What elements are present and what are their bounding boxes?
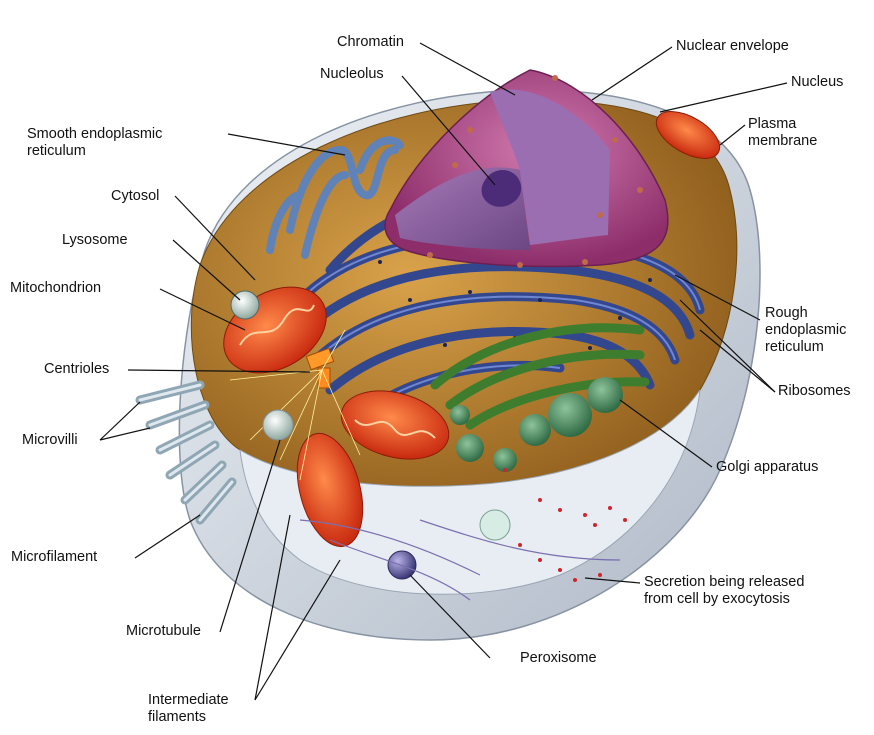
label-plasma-membrane: Plasma membrane <box>748 116 817 150</box>
vesicle-white <box>263 410 293 440</box>
label-peroxisome: Peroxisome <box>520 650 597 667</box>
label-lysosome: Lysosome <box>62 232 128 249</box>
label-secretion: Secretion being released from cell by ex… <box>644 574 804 608</box>
leader-nuclear-envelope <box>592 47 672 100</box>
leader-chromatin <box>420 43 515 95</box>
label-microtubule: Microtubule <box>126 623 201 640</box>
label-nucleolus: Nucleolus <box>320 66 384 83</box>
leader-microfilament <box>135 515 200 558</box>
exocytosis-vesicle <box>480 510 510 540</box>
peroxisome <box>388 551 416 579</box>
label-centrioles: Centrioles <box>44 361 109 378</box>
label-intermediate-filaments: Intermediate filaments <box>148 692 229 726</box>
leader-nucleus <box>660 83 787 112</box>
label-smooth-er: Smooth endoplasmic reticulum <box>27 126 162 160</box>
label-nuclear-envelope: Nuclear envelope <box>676 38 789 55</box>
label-cytosol: Cytosol <box>111 188 159 205</box>
label-microvilli: Microvilli <box>22 432 78 449</box>
label-ribosomes: Ribosomes <box>778 383 851 400</box>
label-golgi: Golgi apparatus <box>716 459 818 476</box>
label-mitochondrion: Mitochondrion <box>10 280 101 297</box>
label-nucleus: Nucleus <box>791 74 843 91</box>
label-rough-er: Rough endoplasmic reticulum <box>765 305 846 356</box>
leader-microvilli-1 <box>100 402 140 440</box>
label-chromatin: Chromatin <box>337 34 404 51</box>
leader-plasma-membrane <box>720 125 745 145</box>
leader-microvilli-2 <box>100 428 150 440</box>
label-microfilament: Microfilament <box>11 549 97 566</box>
